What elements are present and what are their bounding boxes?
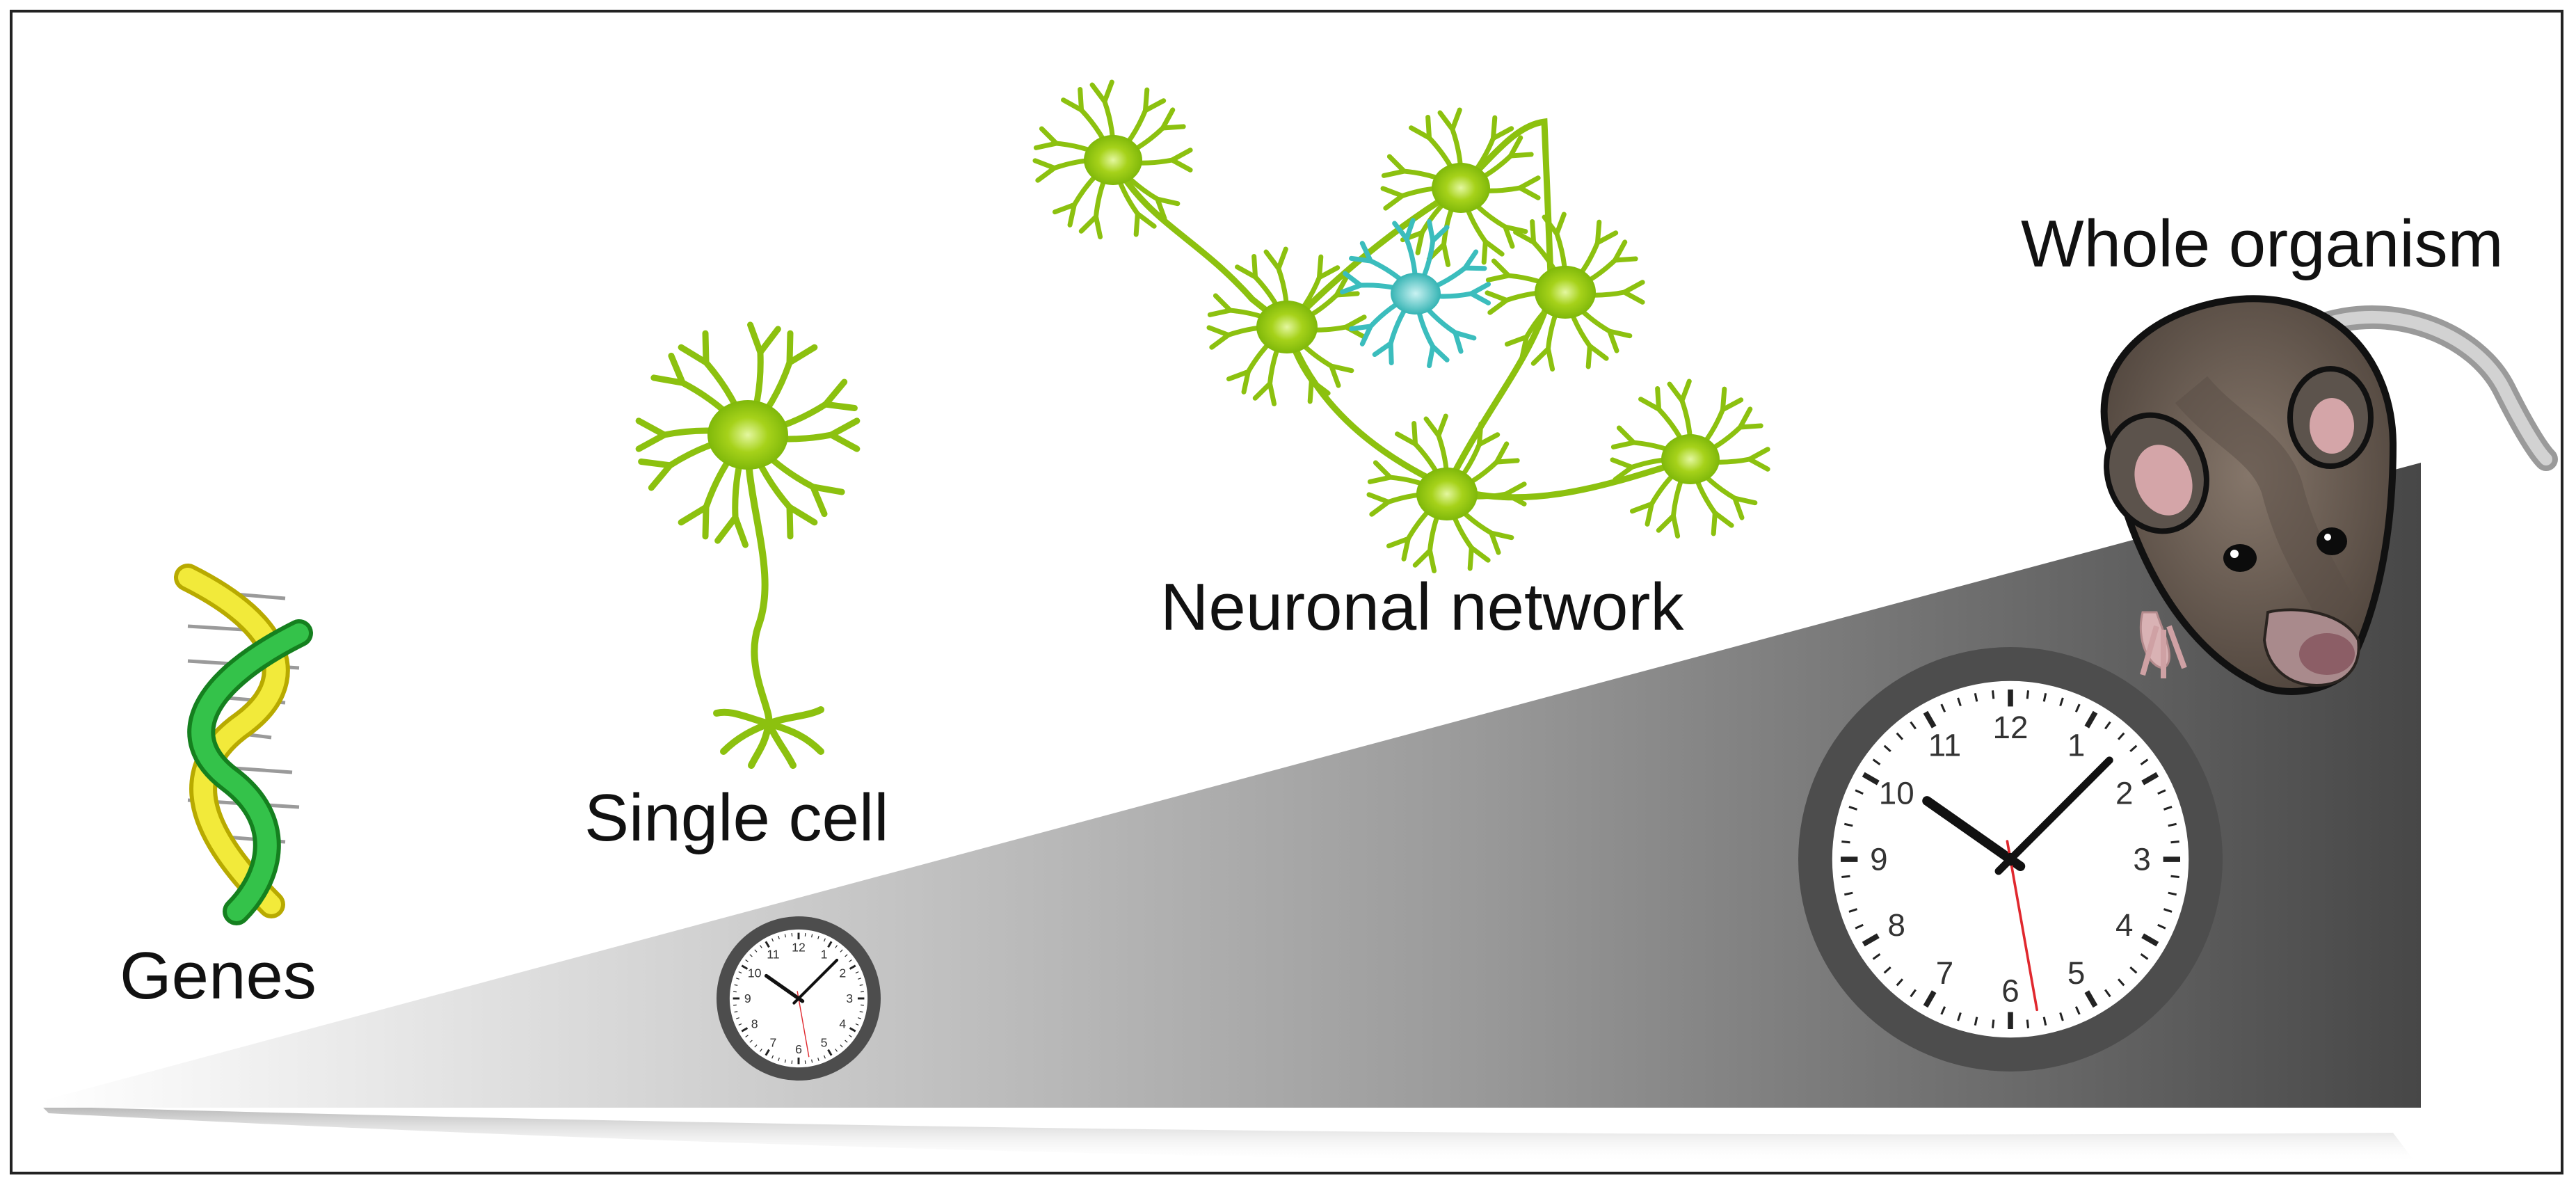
clock-numeral: 10 bbox=[1879, 776, 1914, 811]
clock-numeral: 5 bbox=[821, 1035, 828, 1049]
clock-numeral: 3 bbox=[2133, 841, 2150, 877]
clock-numeral: 1 bbox=[821, 948, 828, 962]
clock-numeral: 12 bbox=[1993, 710, 2029, 745]
clock-numeral: 9 bbox=[744, 991, 751, 1005]
clock-numeral: 6 bbox=[2001, 973, 2019, 1008]
clock-numeral: 4 bbox=[2115, 907, 2133, 943]
neuron-icon bbox=[635, 321, 861, 769]
mouse-icon bbox=[2100, 295, 2558, 695]
clock-numeral: 3 bbox=[846, 991, 853, 1005]
clock-numeral: 12 bbox=[792, 941, 806, 955]
clock-numeral: 9 bbox=[1870, 841, 1887, 877]
clock-numeral: 5 bbox=[2067, 955, 2085, 991]
clock-numeral: 10 bbox=[748, 966, 762, 980]
clock-numeral: 4 bbox=[839, 1017, 846, 1030]
label-neuronal-network: Neuronal network bbox=[1160, 570, 1684, 644]
clock-numeral: 7 bbox=[1936, 955, 1953, 991]
neuronal-network-icon bbox=[1032, 79, 1770, 573]
dna-icon bbox=[174, 564, 313, 925]
clock-numeral: 1 bbox=[2067, 727, 2085, 763]
label-whole-organism: Whole organism bbox=[2021, 207, 2504, 281]
clock-numeral: 6 bbox=[795, 1042, 802, 1056]
clock-numeral: 11 bbox=[767, 948, 779, 962]
clock-numeral: 8 bbox=[751, 1017, 758, 1030]
clock-numeral: 2 bbox=[2115, 776, 2133, 811]
clock-numeral: 8 bbox=[1888, 907, 1905, 943]
clock-numeral: 11 bbox=[1928, 727, 1962, 763]
label-genes: Genes bbox=[120, 939, 317, 1013]
label-single-cell: Single cell bbox=[584, 781, 889, 855]
clock-numeral: 7 bbox=[769, 1035, 776, 1049]
clock-numeral: 2 bbox=[839, 966, 846, 980]
